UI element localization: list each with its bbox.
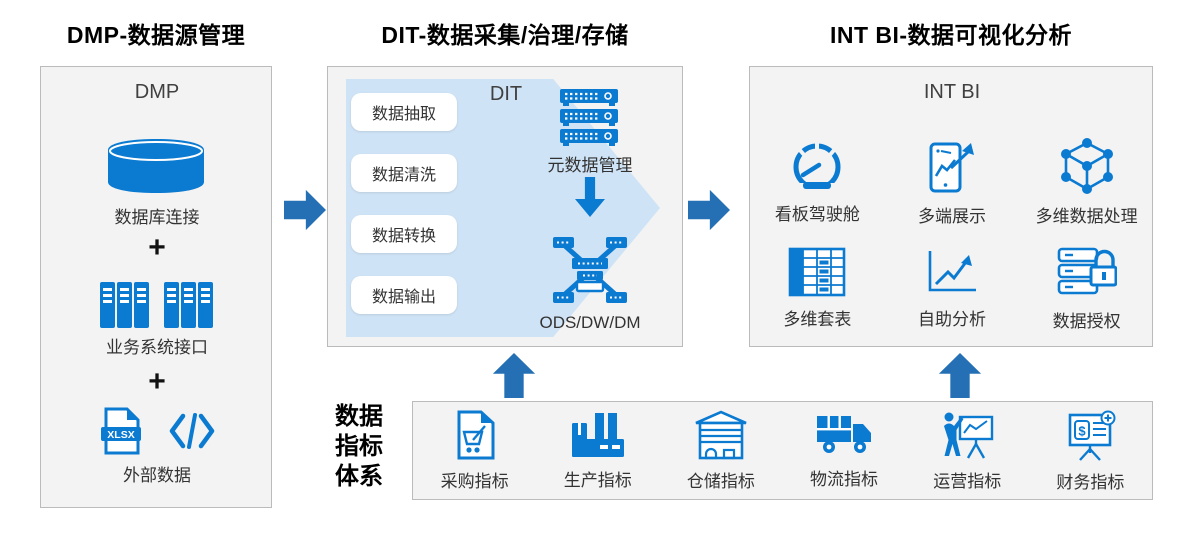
plus-sign: + [148, 365, 166, 398]
dmp-title: DMP-数据源管理 [66, 22, 246, 48]
server-rack-icon [100, 282, 214, 328]
feature-tables: 多维套表 [750, 235, 885, 341]
feature-label: 多端展示 [917, 206, 986, 226]
cluster-icon [551, 237, 629, 303]
external-data-icons: XLSX [77, 407, 237, 455]
indicator-operations: 运营指标 [933, 410, 1001, 492]
feature-label: 自助分析 [917, 309, 986, 329]
indicator-label: 生产指标 [563, 470, 632, 490]
indicator-system-label: 数据 指标 体系 [335, 403, 383, 490]
feature-selfservice: 自助分析 [885, 235, 1020, 341]
feature-label: 多维套表 [783, 309, 852, 329]
procurement-doc-cart-icon [453, 410, 497, 460]
mobile-chart-icon [927, 138, 977, 194]
server-lock-icon [1057, 245, 1117, 299]
indicator-label: 物流指标 [810, 469, 879, 489]
arrow-right-icon [688, 189, 730, 231]
factory-icon [570, 411, 626, 459]
warehouse-icon [694, 410, 748, 460]
feature-label: 数据授权 [1052, 311, 1121, 331]
svg-text:XLSX: XLSX [107, 429, 134, 441]
indicator-warehouse: 仓储指标 [687, 410, 755, 492]
db-connection-label: 数据库连接 [114, 208, 200, 227]
external-data-label: 外部数据 [123, 466, 191, 485]
line-chart-icon [924, 247, 980, 297]
dit-panel: DIT 数据抽取 数据清洗 数据转换 数据输出 [327, 66, 683, 347]
indicator-panel: 采购指标 [412, 401, 1153, 500]
dit-title: DIT-数据采集/治理/存储 [381, 22, 629, 48]
intbi-title: INT BI-数据可视化分析 [829, 22, 1073, 48]
indicator-finance: $ 财务指标 [1056, 409, 1124, 493]
intbi-panel-header: INT BI [923, 81, 981, 103]
step-output: 数据输出 [351, 276, 457, 314]
step-clean: 数据清洗 [351, 154, 457, 192]
metadata-label: 元数据管理 [547, 156, 633, 175]
arrow-up-icon [938, 353, 982, 398]
feature-authorization: 数据授权 [1019, 235, 1154, 341]
step-extract: 数据抽取 [351, 93, 457, 131]
dmp-panel-header: DMP [134, 81, 180, 103]
plus-sign: + [148, 231, 166, 264]
storage-label: ODS/DW/DM [539, 313, 641, 332]
table-icon [788, 247, 846, 297]
rack-stack-icon [558, 89, 622, 147]
feature-label: 多维数据处理 [1035, 206, 1138, 226]
step-transform: 数据转换 [351, 215, 457, 253]
indicator-logistics: 物流指标 [810, 412, 878, 490]
indicator-label: 采购指标 [440, 471, 509, 491]
cube-network-icon [1059, 137, 1115, 194]
svg-text:$: $ [1079, 423, 1087, 438]
arrow-up-icon [492, 353, 536, 398]
feature-multidevice: 多端展示 [885, 129, 1020, 235]
feature-label: 看板驾驶舱 [774, 204, 860, 224]
indicator-label: 财务指标 [1056, 472, 1125, 492]
feature-cube: 多维数据处理 [1019, 129, 1154, 235]
indicator-procurement: 采购指标 [441, 410, 509, 492]
dit-panel-header: DIT [489, 83, 523, 105]
business-interface-label: 业务系统接口 [106, 338, 208, 357]
finance-board-icon: $ [1062, 409, 1118, 461]
presenter-icon [940, 410, 994, 460]
gauge-icon [786, 140, 848, 192]
indicator-label: 运营指标 [933, 471, 1002, 491]
database-icon [104, 137, 208, 195]
intbi-panel: INT BI 看板驾驶舱 [749, 66, 1153, 347]
truck-icon [815, 412, 873, 458]
dmp-panel: DMP 数据库连接 + [40, 66, 272, 508]
feature-dashboard: 看板驾驶舱 [750, 129, 885, 235]
indicator-label: 仓储指标 [686, 471, 755, 491]
code-icon [169, 410, 215, 452]
xlsx-file-icon: XLSX [99, 407, 143, 455]
arrow-right-icon [284, 189, 326, 231]
indicator-production: 生产指标 [564, 411, 632, 491]
